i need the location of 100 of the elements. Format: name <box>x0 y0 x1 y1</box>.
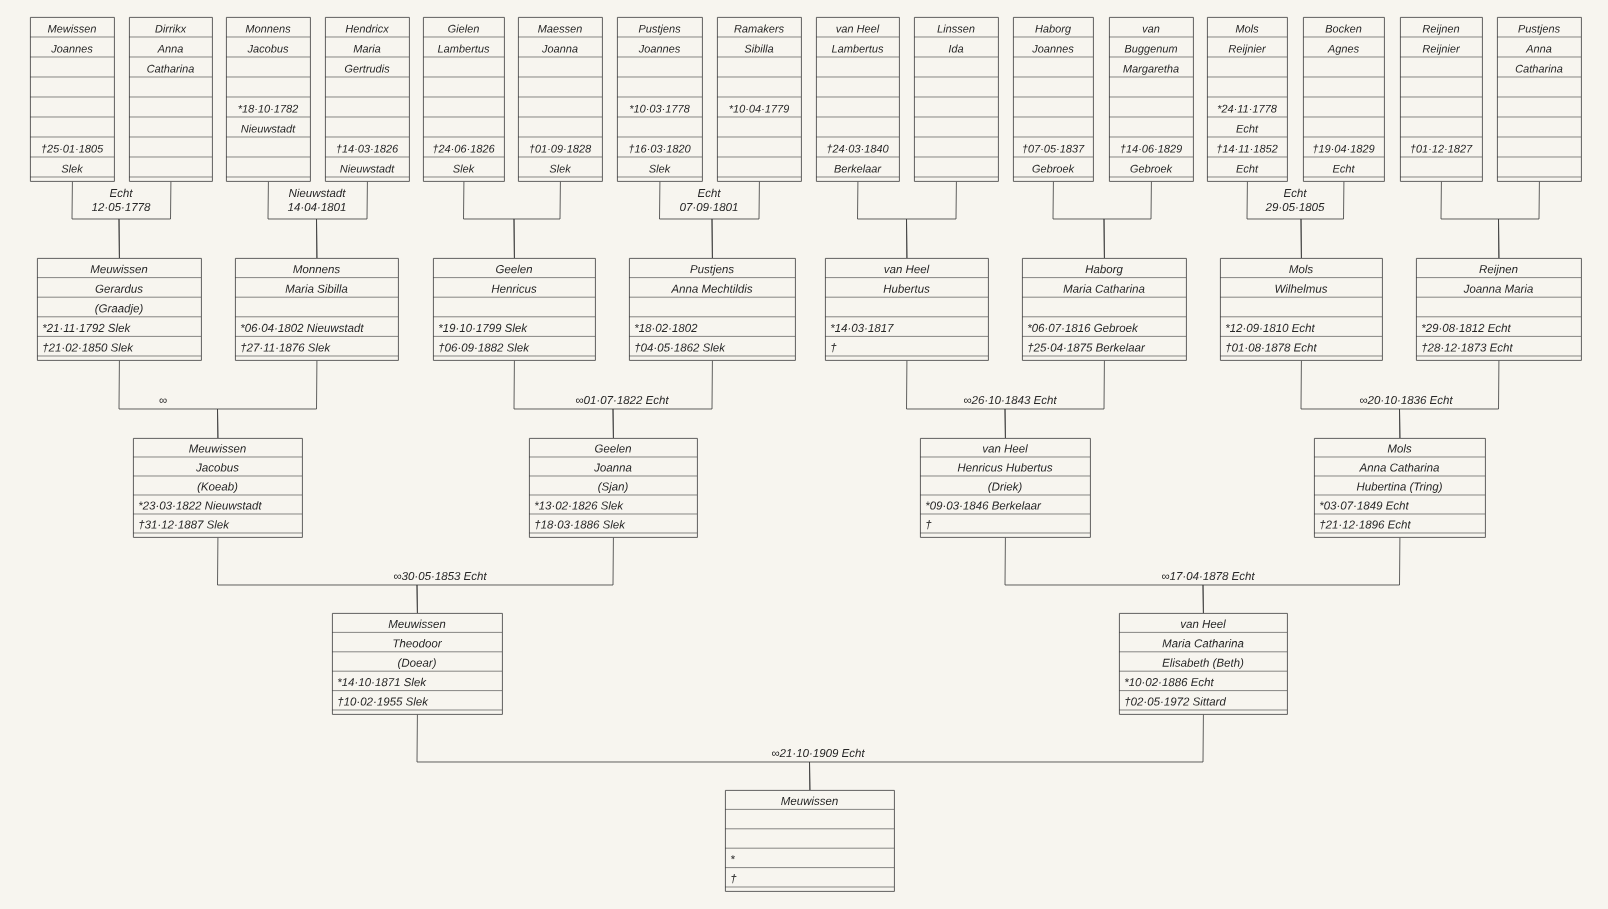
surname: Hendricx <box>345 24 389 33</box>
given-names: Jacobus <box>196 463 239 472</box>
surname: Pustjens <box>690 264 734 276</box>
death-mark: † <box>731 874 737 884</box>
place-name: Nieuwstadt <box>340 164 395 173</box>
birth-date: *06·07·1816 Gebroek <box>1027 323 1139 332</box>
marriage-label: ∞30·05·1853 Echt <box>394 571 487 581</box>
nickname: (Driek) <box>988 482 1022 493</box>
given-names: Reijnier <box>1228 44 1266 55</box>
given-names: Lambertus <box>437 44 490 53</box>
place-name: Gebroek <box>1130 164 1173 173</box>
marriage-label: Echt 07·09·1801 <box>680 188 738 212</box>
surname: van Heel <box>982 444 1028 453</box>
surname: Reijnen <box>1479 264 1518 276</box>
surname: van Heel <box>836 24 880 33</box>
birth-mark: * <box>730 855 735 860</box>
death-date: †14·06·1829 <box>1121 144 1182 154</box>
nickname: (Doear) <box>398 658 436 670</box>
place-name: Nieuwstadt <box>241 124 296 133</box>
given-names: Jacobus <box>247 44 289 53</box>
nickname: (Koeab) <box>197 482 238 493</box>
birth-date: *10·03·1778 <box>629 104 690 113</box>
death-date: †24·06·1826 <box>433 144 495 154</box>
birth-date: *24·11·1778 <box>1217 104 1277 113</box>
surname: Pustjens <box>638 24 681 35</box>
birth-date: *21·11·1792 Slek <box>42 323 131 332</box>
death-date: †19·04·1829 <box>1313 144 1375 154</box>
surname: Pustjens <box>1518 24 1560 35</box>
given-names: Agnes <box>1327 44 1359 55</box>
connector-line <box>1103 181 1152 259</box>
given-names: Theodoor <box>393 638 442 648</box>
surname: Mewissen <box>47 24 96 33</box>
given-names: Maria Gertrudis <box>344 44 390 73</box>
surname: Monnens <box>245 24 291 33</box>
marriage-label: ∞26·10·1843 Echt <box>964 395 1057 405</box>
surname: van Heel <box>884 264 930 274</box>
surname: Meuwissen <box>90 264 148 274</box>
death-date: †14·03·1826 <box>337 144 399 154</box>
birth-date: *19·10·1799 Slek <box>438 323 528 332</box>
surname: Haborg <box>1035 24 1071 35</box>
place-name: Gebroek <box>1032 164 1075 173</box>
death-date: †10·02·1955 Slek <box>338 697 429 707</box>
given-names: Joannes <box>638 44 681 53</box>
birth-date: *09·03·1846 Berkelaar <box>925 501 1042 510</box>
birth-date: *10·02·1886 Echt <box>1124 677 1215 687</box>
surname: Bocken <box>1325 24 1362 33</box>
marriage-label: ∞ <box>159 398 167 403</box>
surname: Mols <box>1235 24 1259 33</box>
connector-line <box>1300 181 1345 259</box>
given-names: Gerardus <box>95 284 143 293</box>
connector-line <box>316 181 368 259</box>
nickname: (Graadje) <box>95 303 143 315</box>
given-names: Joannes <box>1032 44 1074 53</box>
connector-line <box>1399 360 1500 439</box>
death-date: †21·12·1896 Echt <box>1320 520 1411 530</box>
birth-date: *03·07·1849 Echt <box>1319 501 1410 510</box>
surname: Meuwissen <box>189 444 246 453</box>
surname: Maessen <box>538 24 582 33</box>
surname: Ramakers <box>734 24 784 33</box>
surname: Gielen <box>448 24 479 33</box>
given-names: Maria Catharina <box>1063 284 1145 293</box>
surname: Meuwissen <box>388 619 446 628</box>
place-name: Echt <box>1236 124 1259 133</box>
death-date: †25·04·1875 Berkelaar <box>1028 343 1146 353</box>
place-name: Slek <box>549 164 572 173</box>
death-date: †28·12·1873 Echt <box>1422 343 1513 353</box>
birth-date: *23·03·1822 Nieuwstadt <box>138 501 262 510</box>
birth-date: *14·03·1817 <box>830 323 894 332</box>
surname: Dirrikx <box>155 24 187 33</box>
connector-line <box>809 714 1204 791</box>
death-date: †21·02·1850 Slek <box>43 343 134 353</box>
marriage-label: Nieuwstadt 14·04·1801 <box>287 188 346 212</box>
connector-line <box>906 181 957 259</box>
place-name: Slek <box>61 164 84 173</box>
connector-line <box>1004 360 1105 439</box>
death-date: †24·03·1840 <box>827 144 889 154</box>
connector-line <box>1202 537 1401 614</box>
given-names: Henricus Hubertus <box>957 463 1053 472</box>
marriage-label: ∞01·07·1822 Echt <box>576 395 669 405</box>
birth-date: *14·10·1871 Slek <box>337 677 427 687</box>
given-names: Joanna <box>541 44 578 53</box>
connector-line <box>513 181 561 259</box>
given-names: Anna Catharina <box>1515 44 1563 73</box>
marriage-label: ∞20·10·1836 Echt <box>1360 395 1453 405</box>
place-name: Berkelaar <box>834 164 882 173</box>
birth-date: *10·04·1779 <box>729 104 790 113</box>
connector-line <box>1498 181 1540 259</box>
surname: Mols <box>1387 444 1412 453</box>
death-date: †27·11·1876 Slek <box>241 343 331 353</box>
death-date: †02·05·1972 Sittard <box>1125 697 1227 707</box>
surname: Geelen <box>595 444 631 453</box>
given-names: Wilhelmus <box>1275 284 1328 293</box>
surname: Haborg <box>1085 264 1123 276</box>
death-date: †25·01·1805 <box>42 144 104 154</box>
marriage-label: Echt 29·05·1805 <box>1265 188 1325 212</box>
given-names: Ida <box>948 44 964 53</box>
given-names: Margaretha <box>1123 64 1179 75</box>
birth-date: *29·08·1812 Echt <box>1421 323 1512 332</box>
given-names: Anna Catharina <box>1359 463 1440 472</box>
nickname: (Sjan) <box>598 482 628 493</box>
